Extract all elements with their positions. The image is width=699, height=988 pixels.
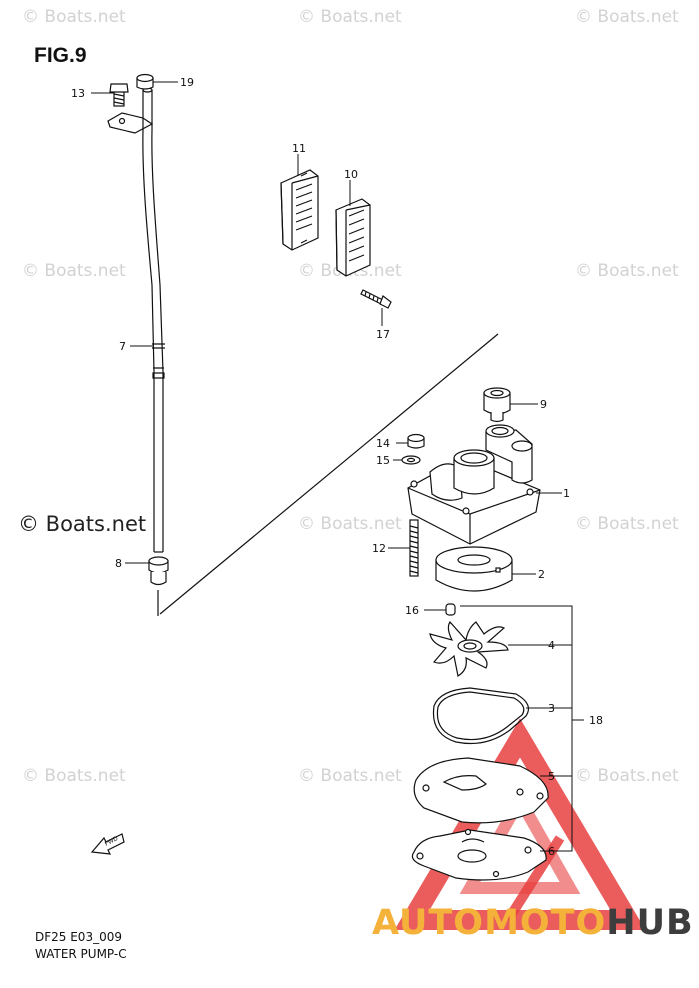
brand-part-auto: AUTO: [372, 903, 485, 943]
reference-line: [159, 333, 499, 615]
brand-part-moto: MOTO: [484, 903, 607, 943]
watermark: © Boats.net: [575, 766, 679, 786]
callout-15: 15: [376, 454, 390, 467]
gasket-3: [432, 687, 529, 745]
impeller-4: [429, 621, 509, 677]
stud-bolt-12: [409, 519, 419, 577]
watermark-main: © Boats.net: [18, 512, 147, 536]
washer-15: [401, 455, 421, 465]
watermark: © Boats.net: [22, 261, 126, 281]
watermark: © Boats.net: [22, 766, 126, 786]
diagram-title: WATER PUMP-C: [35, 947, 127, 961]
callout-8: 8: [115, 557, 122, 570]
key-16: [445, 603, 456, 616]
callout-9: 9: [540, 398, 547, 411]
callout-14: 14: [376, 437, 390, 450]
watermark: © Boats.net: [298, 514, 402, 534]
callout-11: 11: [292, 142, 306, 155]
fwd-arrow-icon: [90, 833, 125, 855]
callout-3: 3: [548, 702, 555, 715]
pump-case-1: [407, 424, 541, 545]
leader-lines: [91, 81, 572, 852]
callout-1: 1: [563, 487, 570, 500]
seal-11: [280, 169, 319, 251]
callout-10: 10: [344, 168, 358, 181]
callout-12: 12: [372, 542, 386, 555]
watermark: © Boats.net: [22, 7, 126, 27]
brand-logo-text: AUTOMOTOHUB: [372, 903, 694, 943]
figure-label: FIG.9: [34, 44, 87, 67]
gasket-plate-5: [413, 757, 549, 824]
watermark: © Boats.net: [575, 7, 679, 27]
callout-5: 5: [548, 770, 555, 783]
callout-7: 7: [119, 340, 126, 353]
callout-2: 2: [538, 568, 545, 581]
callout-6: 6: [548, 845, 555, 858]
watermark: © Boats.net: [298, 7, 402, 27]
water-pipe: [107, 87, 165, 553]
grommet-8: [148, 556, 169, 616]
gasket-plate-6: [411, 828, 547, 881]
callout-4: 4: [548, 639, 555, 652]
rubber-cap-9: [483, 387, 511, 423]
callout-19: 19: [180, 76, 194, 89]
watermark: © Boats.net: [298, 766, 402, 786]
callout-16: 16: [405, 604, 419, 617]
seal-10: [335, 198, 371, 277]
kit-bracket-18: [460, 605, 584, 852]
grommet-19: [136, 73, 154, 90]
pump-liner-2: [435, 546, 513, 592]
diagram-code: DF25 E03_009: [35, 930, 122, 944]
spacer-14: [407, 433, 425, 449]
brand-part-hub: HUB: [606, 903, 694, 943]
watermark: © Boats.net: [575, 514, 679, 534]
screw-17: [360, 289, 392, 309]
watermark: © Boats.net: [575, 261, 679, 281]
callout-17: 17: [376, 328, 390, 341]
callout-18: 18: [589, 714, 603, 727]
bolt-13: [109, 83, 129, 107]
callout-numbers: 1 2 3 4 5 6 7 8 9 10 11 12 13 14 15 16 1…: [71, 76, 603, 858]
callout-13: 13: [71, 87, 85, 100]
